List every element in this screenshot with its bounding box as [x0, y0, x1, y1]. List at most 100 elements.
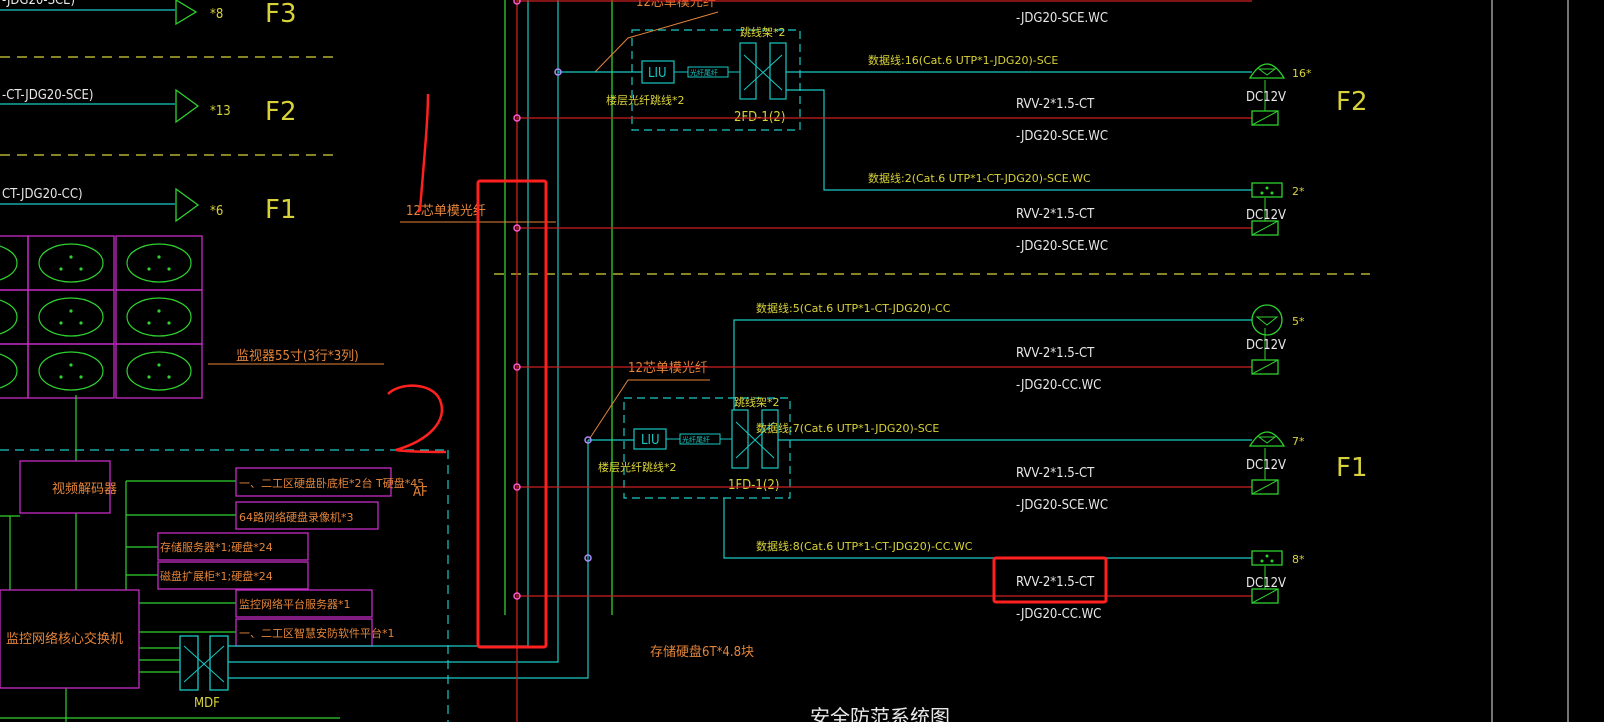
fiber-label-left: 12芯单模光纤 [406, 204, 486, 219]
risers [504, 0, 613, 722]
tap-point [513, 0, 521, 5]
highlight-riser-box [476, 179, 548, 649]
fiber-label-mid: 12芯单模光纤 [628, 361, 708, 376]
equipment-5-box [235, 589, 373, 618]
fiber-label-top: 12芯单模光纤 [636, 0, 716, 10]
f2-telecom-room [558, 29, 801, 131]
row3-cable-label: CT-JDG20-CC) [2, 187, 83, 202]
camera-icon [1251, 550, 1283, 566]
power-supply-icon [1251, 198, 1279, 236]
row2-camera-count: *13 [210, 104, 231, 119]
riser-tap-points [513, 0, 592, 600]
equipment-1-label: 一、二工区硬盘卧底柜*2台 T硬盘*45 [239, 476, 424, 490]
annotation-mark-2 [387, 384, 447, 454]
row2-cable-label: -CT-JDG20-SCE) [2, 88, 93, 103]
equipment-4-box [157, 561, 309, 590]
conduit-label: -JDG20-SCE.WC [1016, 498, 1108, 513]
power-supply-icon [1251, 566, 1279, 604]
floor-label-f2-right: F2 [1336, 87, 1368, 117]
camera-icon [1251, 304, 1283, 336]
device-runs: 数据线:16(Cat.6 UTP*1-JDG20)-SCE RVV-2*1.5-C… [517, 53, 1312, 622]
camera-icon [1248, 431, 1286, 447]
tap-point [513, 224, 521, 232]
power-supply-icon [1251, 80, 1279, 126]
annotation-mark-1 [417, 93, 430, 213]
row1-cable-label: -JDG20-SCE) [2, 0, 75, 8]
tap-point [513, 592, 521, 600]
data-cable-label: 数据线:7(Cat.6 UTP*1-JDG20)-SCE [756, 421, 939, 435]
floor-label-f3-left: F3 [265, 0, 297, 29]
floor-separators [0, 56, 1370, 275]
dc-voltage-label: DC12V [1246, 458, 1286, 473]
data-cable-label: 数据线:8(Cat.6 UTP*1-CT-JDG20)-CC.WC [756, 539, 973, 553]
camera-count-label: 8* [1292, 553, 1305, 566]
mdf-block [179, 635, 229, 691]
tap-point [584, 436, 592, 444]
camera-count-label: 16* [1292, 67, 1312, 80]
data-cable-label: 数据线:5(Cat.6 UTP*1-CT-JDG20)-CC [756, 301, 951, 315]
floor-label-f2-left: F2 [265, 97, 297, 127]
monitor-wall-label: 监视器55寸(3行*3列) [236, 349, 359, 364]
left-riser-rows [0, 0, 200, 223]
power-cable-label: RVV-2*1.5-CT [1016, 466, 1095, 481]
floor-label-f1-left: F1 [265, 195, 297, 225]
equipment-1-box [235, 467, 392, 497]
f1-pigtail-label: 光纤尾纤 [682, 435, 710, 444]
control-room-wiring [0, 395, 340, 722]
tap-point [584, 554, 592, 562]
device-run: 数据线:2(Cat.6 UTP*1-CT-JDG20)-SCE.WC RVV-2*… [517, 171, 1305, 254]
core-switch-label: 监控网络核心交换机 [6, 631, 123, 647]
dc-voltage-label: DC12V [1246, 338, 1286, 353]
monitor-screen [115, 343, 203, 399]
tap-point [513, 363, 521, 371]
dc-voltage-label: DC12V [1246, 576, 1286, 591]
core-switch-box [0, 589, 140, 689]
conduit-label: -JDG20-CC.WC [1016, 607, 1101, 622]
equipment-3-box [157, 532, 309, 561]
camera-icon [1251, 182, 1283, 198]
f2-pigtail-label: 光纤尾纤 [690, 68, 718, 77]
equipment-6-label: 一、二工区智慧安防软件平台*1 [239, 626, 395, 640]
power-cable-label: RVV-2*1.5-CT [1016, 575, 1095, 590]
f2-liu-label: LIU [648, 66, 667, 81]
storage-note: 存储硬盘6T*4.8块 [650, 644, 754, 660]
conduit-label: -JDG20-CC.WC [1016, 378, 1101, 393]
highlight-power-cable-box [992, 556, 1108, 604]
equipment-2-box [235, 501, 379, 530]
device-run: 数据线:16(Cat.6 UTP*1-JDG20)-SCE RVV-2*1.5-C… [517, 53, 1312, 144]
f1-patch-label: 跳线架*2 [734, 395, 780, 409]
f1-telecom-room [588, 397, 791, 499]
row3-camera-count: *6 [210, 204, 223, 219]
f2-patch-label: 跳线架*2 [740, 25, 786, 39]
monitor-wall-grid [0, 235, 203, 399]
tap-point [513, 483, 521, 491]
conduit-label: -JDG20-SCE.WC [1016, 129, 1108, 144]
conduit-label: -JDG20-SCE.WC [1016, 239, 1108, 254]
equipment-2-label: 64路网络硬盘录像机*3 [239, 510, 354, 524]
drawing-frame [1491, 0, 1569, 722]
power-cable-label: RVV-2*1.5-CT [1016, 97, 1095, 112]
f2-jumper-label: 楼层光纤跳线*2 [606, 93, 685, 107]
data-cable-label: 数据线:2(Cat.6 UTP*1-CT-JDG20)-SCE.WC [868, 171, 1091, 185]
tap-point [513, 114, 521, 122]
power-cable-label: RVV-2*1.5-CT [1016, 207, 1095, 222]
drawing-title: 安全防范系统图 [810, 705, 950, 722]
f1-jumper-label: 楼层光纤跳线*2 [598, 460, 677, 474]
camera-count-label: 2* [1292, 185, 1305, 198]
dc-voltage-label: DC12V [1246, 90, 1286, 105]
camera-count-label: 5* [1292, 315, 1305, 328]
device-run: 数据线:8(Cat.6 UTP*1-CT-JDG20)-CC.WC RVV-2*1… [517, 539, 1305, 622]
equipment-5-label: 监控网络平台服务器*1 [239, 597, 351, 611]
device-run: 数据线:5(Cat.6 UTP*1-CT-JDG20)-CC RVV-2*1.5-… [517, 301, 1305, 393]
top-conduit-label: -JDG20-SCE.WC [1016, 11, 1108, 26]
power-cable-label: RVV-2*1.5-CT [1016, 346, 1095, 361]
camera-icon [1248, 63, 1286, 79]
row1-camera-count: *8 [210, 7, 223, 22]
equipment-3-label: 存储服务器*1;硬盘*24 [160, 540, 273, 554]
monitor-screen [27, 343, 115, 399]
data-cable-label: 数据线:16(Cat.6 UTP*1-JDG20)-SCE [868, 53, 1058, 67]
f1-cabinet-label: 1FD-1(2) [728, 478, 779, 493]
power-supply-icon [1251, 328, 1279, 375]
